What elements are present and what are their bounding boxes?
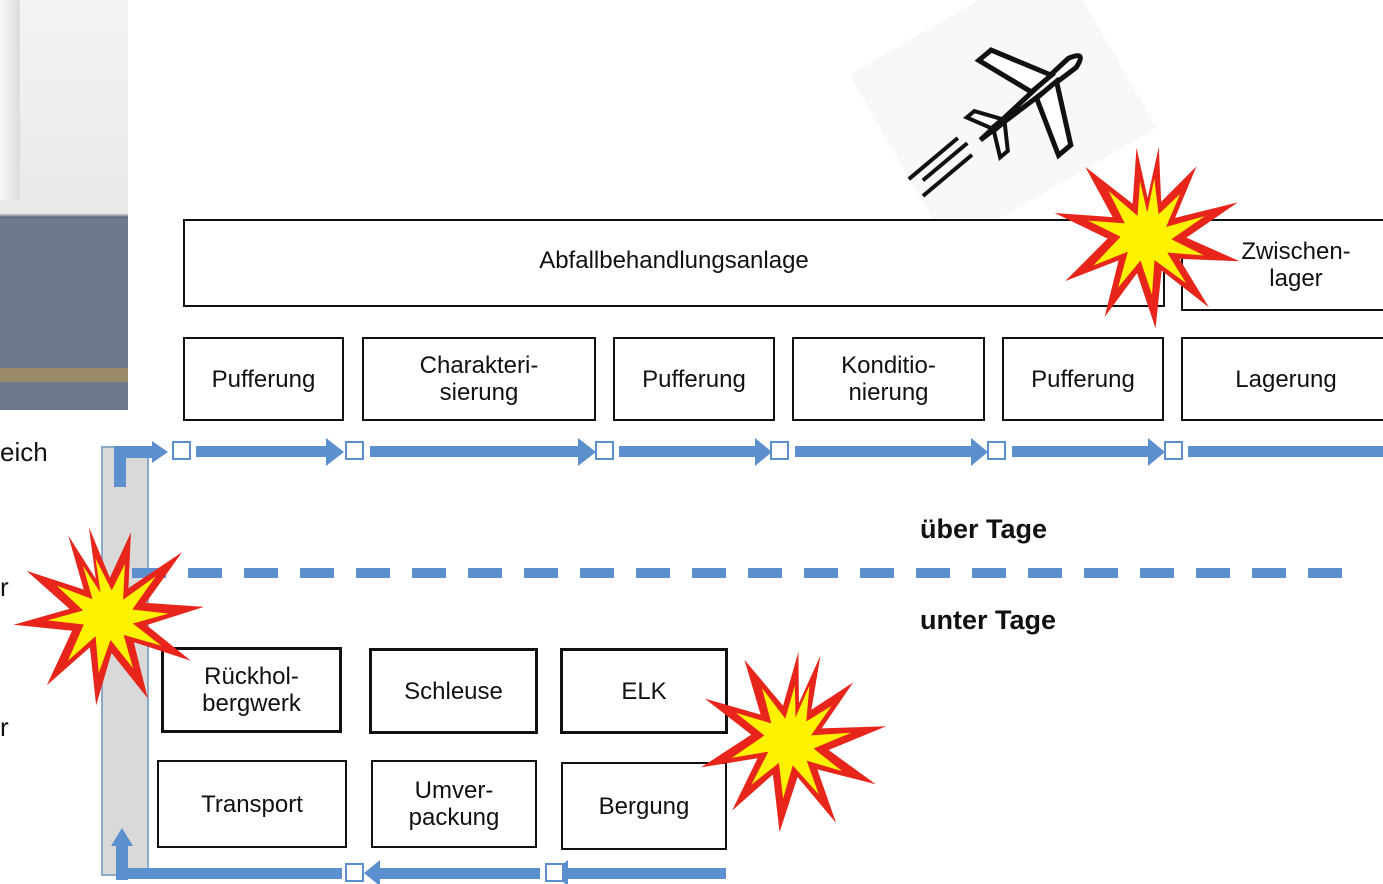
step-box: Pufferung — [613, 337, 775, 421]
underground-box: Umver- packung — [371, 760, 537, 848]
step-box: Charakteri- sierung — [362, 337, 596, 421]
underground-label: ELK — [621, 677, 667, 705]
bottom-flow-arrows — [128, 860, 726, 884]
underground-box: Schleuse — [369, 648, 538, 734]
step-label: Pufferung — [1031, 365, 1135, 393]
underground-box: Rückhol- bergwerk — [161, 647, 342, 733]
step-box: Pufferung — [1002, 337, 1164, 421]
underground-label: Schleuse — [404, 677, 503, 705]
step-box: Pufferung — [183, 337, 344, 421]
side-text-3: r — [0, 712, 9, 742]
underground-label: Umver- packung — [408, 777, 500, 831]
top-flow-arrows — [172, 438, 1383, 466]
step-box: Lagerung — [1181, 337, 1383, 421]
interim-storage-box: Zwischen- lager — [1181, 219, 1383, 311]
zone-label-below: unter Tage — [920, 605, 1057, 635]
shaft — [101, 446, 149, 876]
underground-label: Transport — [201, 790, 303, 818]
underground-box: Bergung — [561, 762, 727, 850]
underground-label: Bergung — [598, 792, 690, 820]
facility-label: Abfallbehandlungsanlage — [539, 246, 809, 274]
step-label: Pufferung — [211, 365, 316, 393]
step-box: Konditio- nierung — [792, 337, 985, 421]
step-label: Konditio- nierung — [841, 352, 936, 406]
side-text-1: eich — [0, 437, 48, 467]
photo-fragment — [0, 0, 128, 410]
step-label: Charakteri- sierung — [419, 352, 539, 406]
facility-box: Abfallbehandlungsanlage — [183, 219, 1165, 307]
underground-label: Rückhol- bergwerk — [202, 663, 301, 717]
step-label: Lagerung — [1235, 365, 1337, 393]
underground-box: Transport — [157, 760, 347, 848]
underground-box: ELK — [560, 648, 728, 734]
step-label: Pufferung — [642, 365, 746, 393]
flow-arrow-icon — [114, 446, 152, 487]
zone-label-above: über Tage — [920, 514, 1048, 544]
interim-storage-label: Zwischen- lager — [1241, 238, 1351, 292]
